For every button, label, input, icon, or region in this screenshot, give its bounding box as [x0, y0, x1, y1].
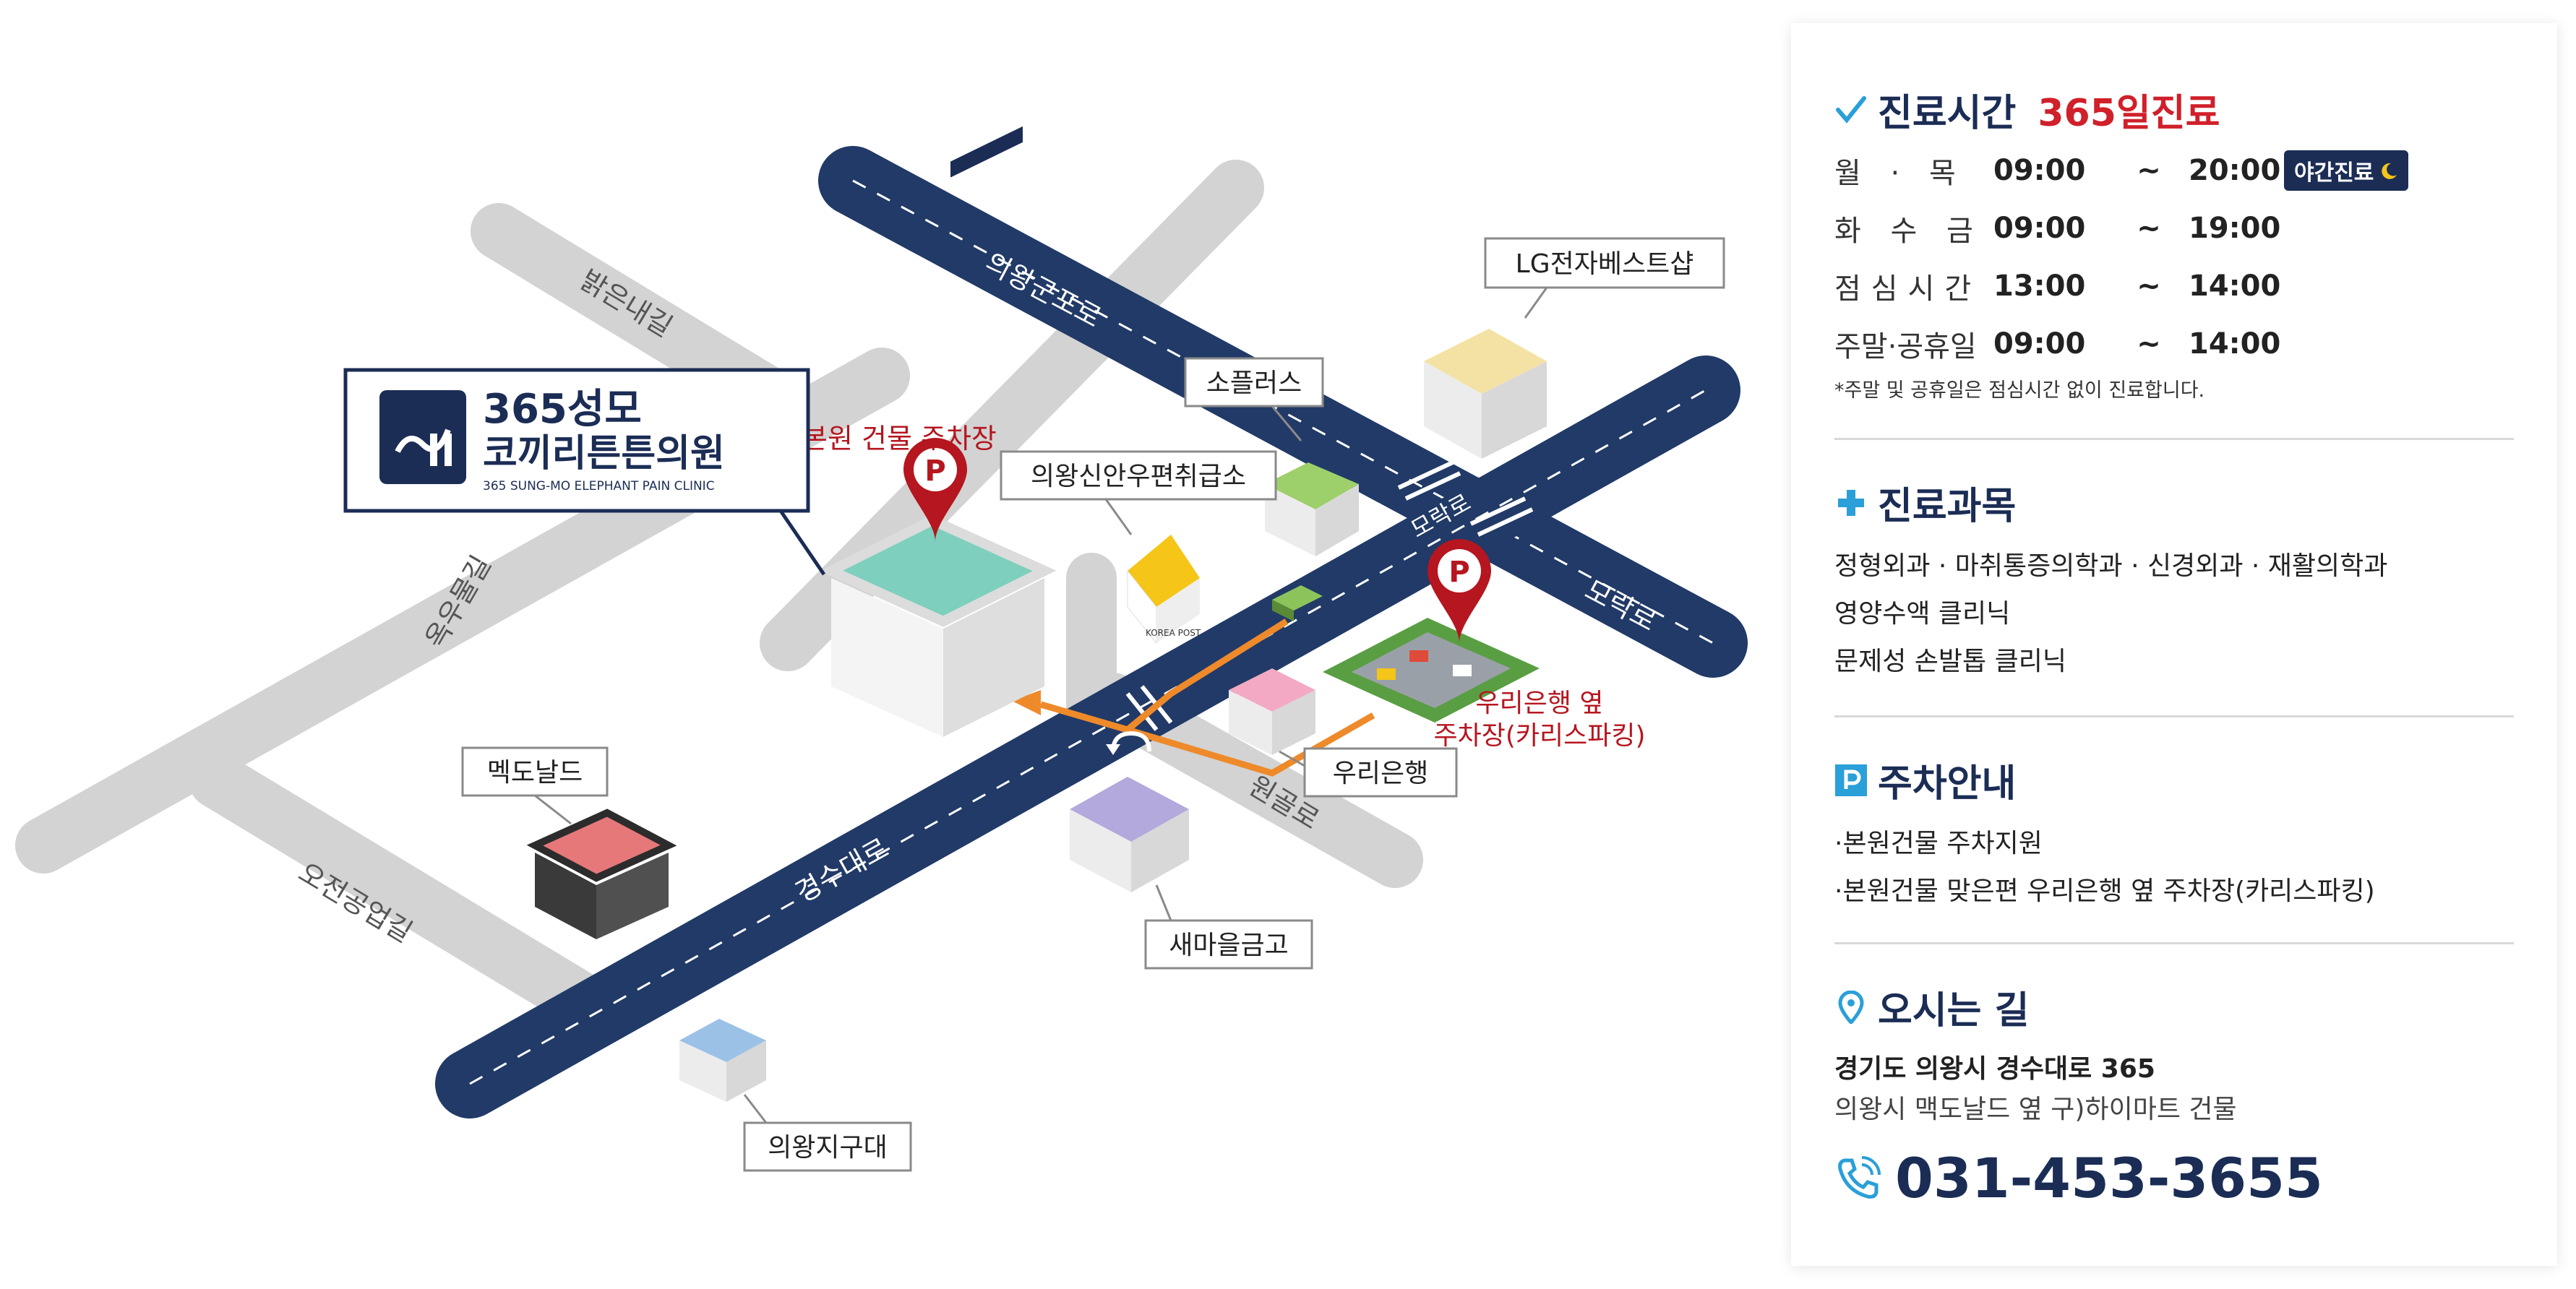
parking-line: ·본원건물 주차지원 — [1834, 829, 2043, 858]
svg-text:새마을금고: 새마을금고 — [1169, 931, 1289, 960]
clinic-name-line2: 코끼리튼튼의원 — [483, 432, 725, 475]
callout-lg: LG전자베스트샵 — [1484, 237, 1725, 319]
hours-row: 점심시간 13:00 ~ 14:00 — [1834, 270, 2281, 306]
departments-title: 진료과목 — [1834, 475, 2016, 530]
svg-text:의왕신안우편취급소: 의왕신안우편취급소 — [1031, 462, 1246, 491]
clinic-logo-callout: 365성모 코끼리튼튼의원 365 SUNG-MO ELEPHANT PAIN … — [343, 368, 826, 576]
hours-row: 월 · 목 09:00 ~ 20:00 야간진료 — [1834, 150, 2409, 191]
hours-note: *주말 및 공휴일은 점심시간 없이 진료합니다. — [1834, 379, 2205, 402]
location-map: 의왕군포로 경수대로 모락로 모락로 밝은내길 옥우물길 오전공업길 원골로 K… — [15, 126, 1748, 1172]
woori-parking-lot — [1323, 618, 1540, 723]
road-uiwang-gunpo — [818, 146, 1748, 678]
road-ojeon — [189, 752, 628, 1040]
checkmark-icon — [1834, 93, 1868, 126]
parking-line: ·본원건물 맞은편 우리은행 옆 주차장(카리스파킹) — [1834, 876, 2375, 906]
info-panel: 진료시간 365일진료 월 · 목 09:00 ~ 20:00 야간진료 화 수… — [1791, 23, 2557, 1266]
divider — [1834, 438, 2514, 440]
parking-marker-woori: P — [1427, 539, 1491, 643]
building-lg — [1424, 329, 1547, 459]
svg-text:우리은행: 우리은행 — [1333, 759, 1428, 788]
clinic-name-sub: 365 SUNG-MO ELEPHANT PAIN CLINIC — [483, 479, 715, 493]
svg-text:P: P — [1448, 556, 1469, 589]
building-saemaeul — [1070, 777, 1189, 892]
department-line: 문제성 손발톱 클리닉 — [1834, 647, 2066, 676]
divider — [1834, 715, 2514, 717]
svg-text:소플러스: 소플러스 — [1206, 368, 1302, 398]
hours-accent: 365일진료 — [2038, 92, 2220, 135]
callout-district: 의왕지구대 — [743, 1094, 912, 1172]
building-woori — [1229, 668, 1315, 755]
svg-text:LG전자베스트샵: LG전자베스트샵 — [1516, 249, 1694, 279]
u-turn-icon — [1111, 730, 1151, 752]
building-clinic — [819, 126, 1057, 737]
department-line: 정형외과 · 마취통증의학과 · 신경외과 · 재활의학과 — [1834, 551, 2388, 581]
parking-icon — [1834, 764, 1868, 797]
address-detail: 의왕시 맥도날드 옆 구)하이마트 건물 — [1834, 1095, 2237, 1124]
callout-soplus: 소플러스 — [1184, 357, 1324, 441]
moon-icon — [2382, 163, 2397, 179]
directions-title: 오시는 길 — [1834, 980, 2029, 1034]
building-district — [679, 1019, 766, 1102]
building-post: KOREA POST — [1127, 535, 1201, 644]
clinic-name-line1: 365성모 — [483, 386, 642, 433]
hours-row: 주말·공휴일 09:00 ~ 14:00 — [1834, 327, 2281, 363]
parking-woori-label-2: 주차장(카리스파킹) — [1433, 721, 1645, 751]
callout-mcdonalds: 멕도날드 — [461, 746, 609, 825]
callout-saemaeul: 새마을금고 — [1144, 884, 1313, 970]
route-line — [1039, 618, 1289, 733]
svg-text:멕도날드: 멕도날드 — [487, 758, 583, 788]
location-pin-icon — [1834, 990, 1868, 1024]
hours-title: 진료시간 365일진료 — [1834, 82, 2220, 137]
parking-woori-label-1: 우리은행 옆 — [1475, 689, 1603, 718]
address-line: 경기도 의왕시 경수대로 365 — [1834, 1054, 2155, 1084]
building-soplus — [1265, 462, 1359, 556]
svg-text:의왕지구대: 의왕지구대 — [768, 1133, 888, 1163]
callout-woori: 우리은행 — [1279, 747, 1458, 798]
department-line: 영양수액 클리닉 — [1834, 599, 2011, 629]
route-arrow — [1012, 690, 1041, 715]
callout-post: 의왕신안우편취급소 — [1000, 450, 1277, 535]
night-clinic-badge: 야간진료 — [2284, 150, 2409, 191]
hours-row: 화 수 금 09:00 ~ 19:00 — [1834, 212, 2281, 248]
parking-main-label: 본원 건물 주차장 — [802, 423, 997, 454]
parking-marker-main: P — [903, 438, 967, 542]
divider — [1834, 942, 2514, 944]
clinic-logo-icon — [379, 390, 466, 484]
phone-number[interactable]: 031-453-3655 — [1834, 1146, 2323, 1210]
building-mcdonalds — [526, 809, 677, 939]
car-icon — [1272, 585, 1323, 621]
phone-icon — [1838, 1155, 1881, 1199]
plus-icon — [1834, 486, 1868, 520]
svg-text:P: P — [924, 454, 945, 488]
parking-title: 주차안내 — [1834, 753, 2016, 807]
post-sign: KOREA POST — [1146, 628, 1201, 638]
